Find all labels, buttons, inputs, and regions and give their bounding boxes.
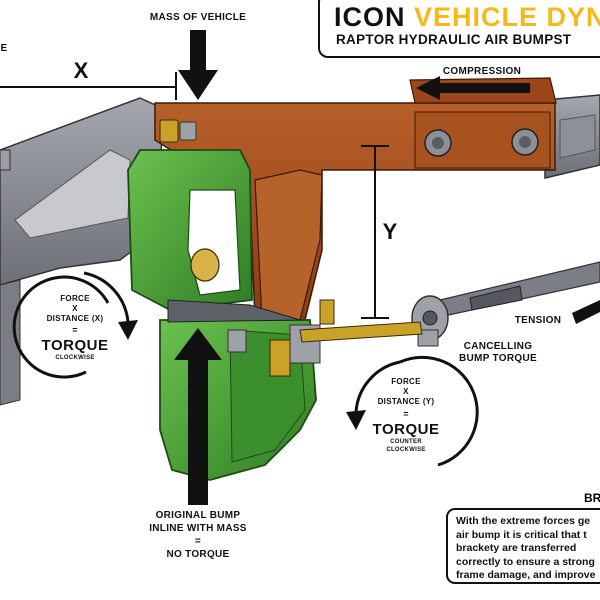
compression-label: COMPRESSION — [442, 66, 522, 77]
bump-arrow — [174, 328, 222, 505]
original-bump-line4: NO TORQUE — [166, 549, 230, 560]
info-line: frame damage, and improve — [456, 569, 596, 581]
mass-arrow — [178, 30, 218, 100]
original-bump-line1: ORIGINAL BUMP — [155, 510, 241, 521]
bolt-hardware — [159, 119, 423, 377]
torque-right-distance: DISTANCE (Y) — [377, 397, 435, 406]
compression-arrow — [416, 76, 530, 100]
torque-right-equals: = — [403, 409, 409, 419]
info-text: With the extreme forces ge air bump it i… — [456, 515, 600, 582]
torque-left-distance: DISTANCE (X) — [46, 314, 104, 323]
info-box: With the extreme forces ge air bump it i… — [446, 508, 600, 584]
torque-right-title: TORQUE — [372, 421, 440, 438]
torque-right-direction-1: COUNTER — [390, 439, 422, 445]
y-dimension — [361, 145, 389, 319]
frame-arm-left — [0, 97, 163, 406]
tension-arrow — [572, 300, 600, 324]
torque-left-equals: = — [72, 325, 78, 335]
torque-left-force: FORCE — [60, 294, 90, 303]
info-line: air bump it is critical that t — [456, 528, 587, 541]
info-line: With the extreme forces ge — [456, 515, 591, 527]
tension-label: TENSION — [514, 315, 562, 326]
torque-right-force: FORCE — [391, 377, 421, 386]
info-heading: BR — [584, 491, 600, 505]
torque-circle-counter-clockwise — [346, 355, 479, 467]
torque-left-title: TORQUE — [41, 337, 109, 354]
cancelling-label-line2: BUMP TORQUE — [459, 353, 537, 364]
torque-left-direction: CLOCKWISE — [55, 355, 95, 361]
brand-title-icon-word: ICON — [334, 2, 406, 32]
torque-right-direction-2: CLOCKWISE — [386, 447, 426, 453]
torque-circle-clockwise — [12, 271, 138, 379]
info-line: brackety are transferred — [456, 542, 577, 554]
torque-left-times: X — [72, 304, 78, 313]
brand-subtitle: RAPTOR HYDRAULIC AIR BUMPST — [336, 32, 572, 47]
frame-rail-right — [544, 94, 600, 179]
mass-of-vehicle-label: MASS OF VEHICLE — [149, 12, 247, 23]
edge-fragment-label: E — [0, 43, 8, 54]
y-label: Y — [382, 219, 398, 244]
brand-title: ICON VEHICLE DYN — [334, 2, 600, 33]
brand-title-vehicle-word: VEHICLE DYN — [414, 2, 600, 32]
torque-right-times: X — [403, 387, 409, 396]
original-bump-line2: INLINE WITH MASS — [149, 523, 247, 534]
x-label: X — [73, 58, 89, 83]
x-dimension — [0, 72, 177, 100]
tension-rod — [411, 261, 600, 347]
original-bump-line3: = — [194, 536, 202, 547]
cancelling-label-line1: CANCELLING — [463, 341, 533, 352]
info-line: correctly to ensure a strong — [456, 555, 595, 568]
brand-header-box: ICON VEHICLE DYN RAPTOR HYDRAULIC AIR BU… — [318, 0, 600, 58]
